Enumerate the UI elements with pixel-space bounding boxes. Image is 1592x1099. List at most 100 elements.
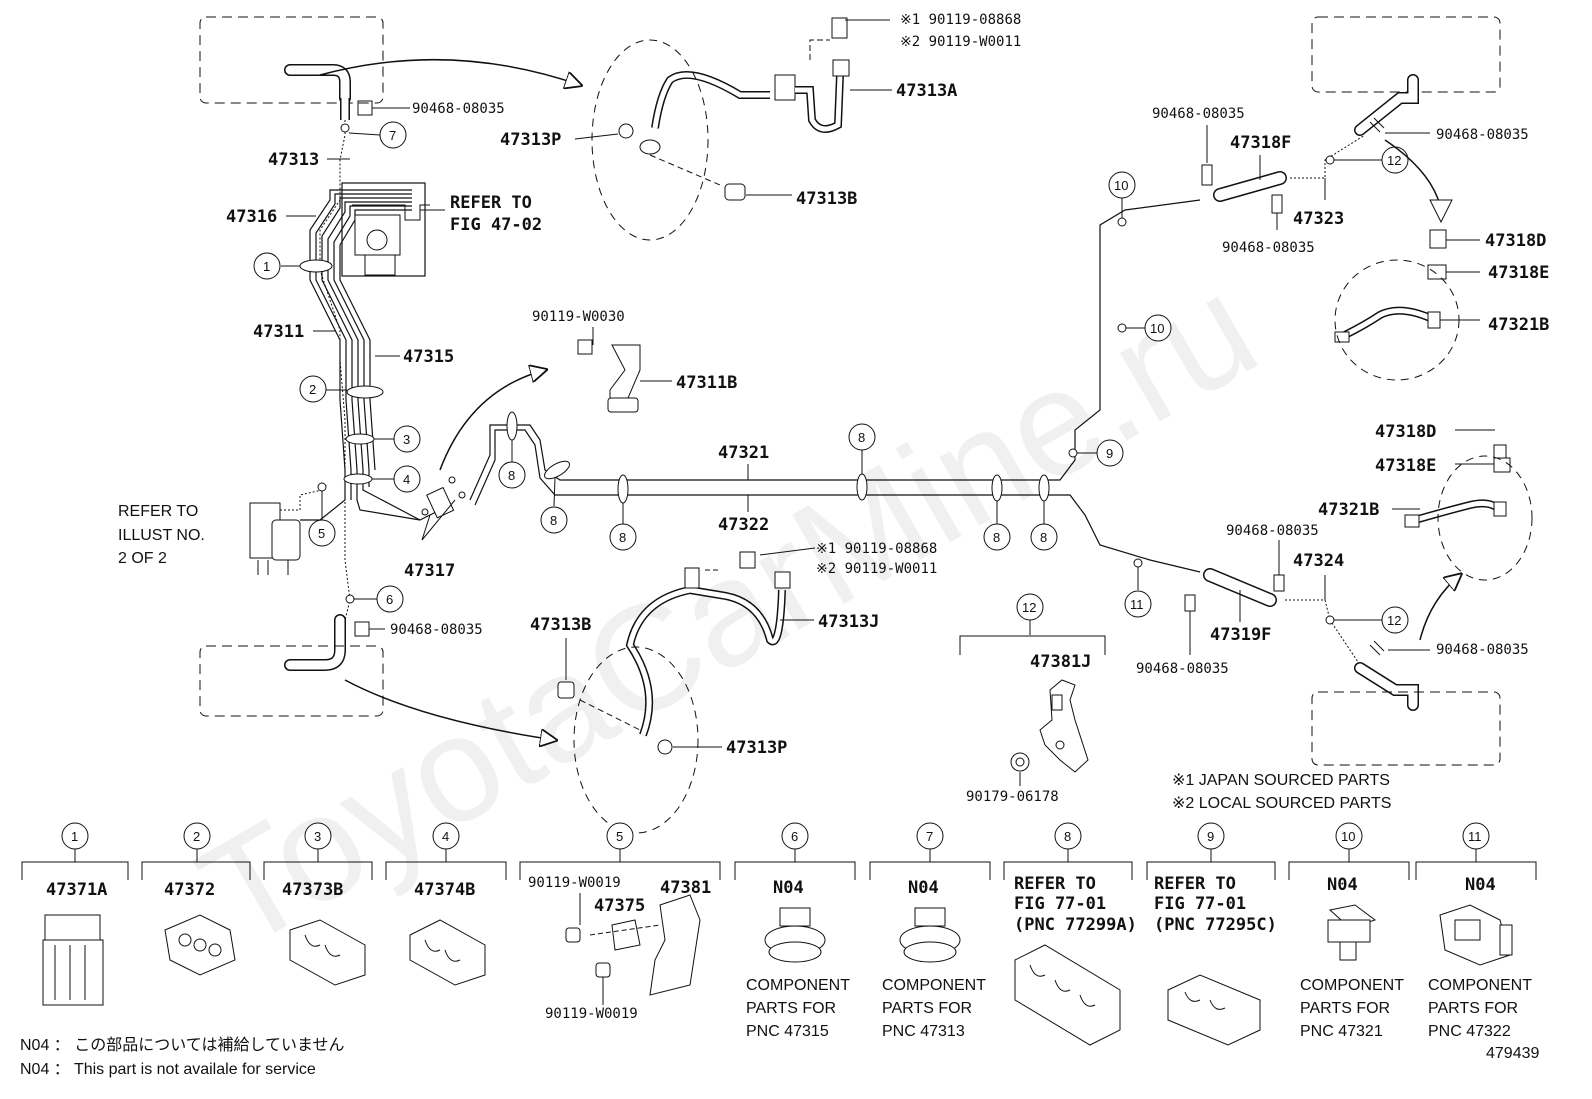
svg-text:COMPONENT: COMPONENT xyxy=(882,977,986,994)
svg-text:90119-W0019: 90119-W0019 xyxy=(528,875,621,891)
callout-8-b xyxy=(540,506,568,534)
flow-arrow-47311B xyxy=(439,370,545,471)
bottom-item-2: 2 47372 xyxy=(141,822,251,976)
svg-text:REFER TO: REFER TO xyxy=(1154,874,1236,894)
svg-text:8: 8 xyxy=(993,530,1000,545)
grommet-icon xyxy=(899,907,961,963)
callout-1 xyxy=(253,252,281,280)
clip-label-r5: 90468-08035 xyxy=(1226,523,1319,539)
bolt-label-90119-W0030: 90119-W0030 xyxy=(532,309,625,325)
clamp-47372-icon xyxy=(164,914,236,976)
svg-text:PNC 47321: PNC 47321 xyxy=(1300,1023,1383,1040)
svg-text:FIG 77-01: FIG 77-01 xyxy=(1014,894,1106,914)
clip-label-r4: 90468-08035 xyxy=(1136,661,1229,677)
svg-text:8: 8 xyxy=(619,530,626,545)
callout-2 xyxy=(299,375,327,403)
svg-text:N04: N04 xyxy=(908,878,939,898)
fastener-local-top: ※2 90119-W0011 xyxy=(900,34,1021,50)
wheel-outline-rear-right xyxy=(1311,691,1501,766)
clamp-47371A-icon xyxy=(42,914,104,1006)
clip-label-bottom-left: 90468-08035 xyxy=(390,622,483,638)
svg-text:PARTS FOR: PARTS FOR xyxy=(1428,1000,1518,1017)
svg-text:4: 4 xyxy=(403,472,410,487)
diagram-id: 479439 xyxy=(1486,1045,1539,1062)
svg-text:N04: N04 xyxy=(773,878,804,898)
callout-3 xyxy=(393,425,421,453)
svg-text:PARTS FOR: PARTS FOR xyxy=(1300,1000,1390,1017)
part-label-47313: 47313 xyxy=(268,150,319,170)
svg-text:6: 6 xyxy=(791,829,798,844)
wheel-outline-rear-left xyxy=(199,645,384,717)
callout-4 xyxy=(393,465,421,493)
refer-illust-line1: REFER TO xyxy=(118,503,198,520)
note-local-sourced: ※2 LOCAL SOURCED PARTS xyxy=(1172,795,1391,812)
refer-fig-line2: FIG 47-02 xyxy=(450,215,542,235)
callout-8-c xyxy=(609,523,637,551)
front-right-hose-assembly xyxy=(1334,229,1447,343)
svg-text:12: 12 xyxy=(1387,613,1401,628)
part-label-47317: 47317 xyxy=(404,561,455,581)
svg-text:47373B: 47373B xyxy=(282,880,343,900)
bracket-47381J xyxy=(1010,679,1089,773)
bracket-47381-icon xyxy=(565,894,701,996)
note-japan-sourced: ※1 JAPAN SOURCED PARTS xyxy=(1172,772,1390,789)
part-label-47313B-top: 47313B xyxy=(796,189,857,209)
part-label-47321B-top: 47321B xyxy=(1488,315,1549,335)
svg-text:47372: 47372 xyxy=(164,880,215,900)
svg-text:1: 1 xyxy=(71,829,78,844)
part-label-47313A: 47313A xyxy=(896,81,957,101)
svg-text:8: 8 xyxy=(1040,530,1047,545)
svg-text:2: 2 xyxy=(193,829,200,844)
svg-text:8: 8 xyxy=(1064,829,1071,844)
part-label-47318D-bottom: 47318D xyxy=(1375,422,1436,442)
bottom-item-3: 3 47373B xyxy=(263,822,373,986)
svg-text:4: 4 xyxy=(442,829,449,844)
callout-12-a xyxy=(1016,593,1044,621)
svg-text:8: 8 xyxy=(550,513,557,528)
grommet-icon xyxy=(764,907,826,963)
refer-illust-line3: 2 OF 2 xyxy=(118,550,167,567)
callout-8-a xyxy=(498,461,526,489)
part-label-47318D-top: 47318D xyxy=(1485,231,1546,251)
callout-10-b xyxy=(1144,314,1172,342)
svg-text:47374B: 47374B xyxy=(414,880,475,900)
bottom-item-8: 8 REFER TO FIG 77-01 (PNC 77299A) xyxy=(1003,822,1137,1046)
bottom-item-7: 7 N04 COMPONENT PARTS FOR PNC 47313 xyxy=(869,822,991,1040)
abs-actuator-icon xyxy=(249,489,323,575)
callout-11 xyxy=(1124,590,1152,618)
callout-8-e xyxy=(983,523,1011,551)
part-label-47321: 47321 xyxy=(718,443,769,463)
svg-text:REFER TO: REFER TO xyxy=(1014,874,1096,894)
front-left-hose-assembly xyxy=(618,17,850,201)
svg-text:7: 7 xyxy=(926,829,933,844)
flow-arrow-bottom-left xyxy=(344,679,555,740)
svg-text:12: 12 xyxy=(1022,600,1036,615)
svg-text:PNC 47322: PNC 47322 xyxy=(1428,1023,1511,1040)
svg-text:8: 8 xyxy=(858,430,865,445)
callout-8-f xyxy=(1030,523,1058,551)
clip-icon xyxy=(1327,904,1377,961)
refer-illust-line2: ILLUST NO. xyxy=(118,527,205,544)
footnote-english: N04 ： This part is not availale for serv… xyxy=(20,1061,316,1078)
svg-text:47371A: 47371A xyxy=(46,880,107,900)
bottom-item-11: 11 N04 COMPONENT PARTS FOR PNC 47322 xyxy=(1415,822,1537,1040)
svg-text:COMPONENT: COMPONENT xyxy=(1300,977,1404,994)
callout-6 xyxy=(376,585,404,613)
svg-text:N04: N04 xyxy=(1327,875,1358,895)
part-label-47319F: 47319F xyxy=(1210,625,1271,645)
three-way-joint-47317 xyxy=(421,476,466,519)
callout-7 xyxy=(379,121,407,149)
svg-text:8: 8 xyxy=(508,468,515,483)
clip-label-r2: 90468-08035 xyxy=(1222,240,1315,256)
svg-text:11: 11 xyxy=(1468,829,1482,844)
callout-10-a xyxy=(1108,171,1136,199)
svg-text:47381: 47381 xyxy=(660,878,711,898)
nut-label-90179-06178: 90179-06178 xyxy=(966,789,1059,805)
clamp-47374B-icon xyxy=(409,919,486,986)
bottom-item-10: 10 N04 COMPONENT PARTS FOR PNC 47321 xyxy=(1288,822,1410,1040)
svg-text:(PNC 77295C): (PNC 77295C) xyxy=(1154,915,1277,935)
clip-label-r3: 90468-08035 xyxy=(1436,127,1529,143)
fastener-japan-mid: ※1 90119-08868 xyxy=(816,541,937,557)
callout-9 xyxy=(1096,439,1124,467)
svg-text:PNC 47315: PNC 47315 xyxy=(746,1023,829,1040)
